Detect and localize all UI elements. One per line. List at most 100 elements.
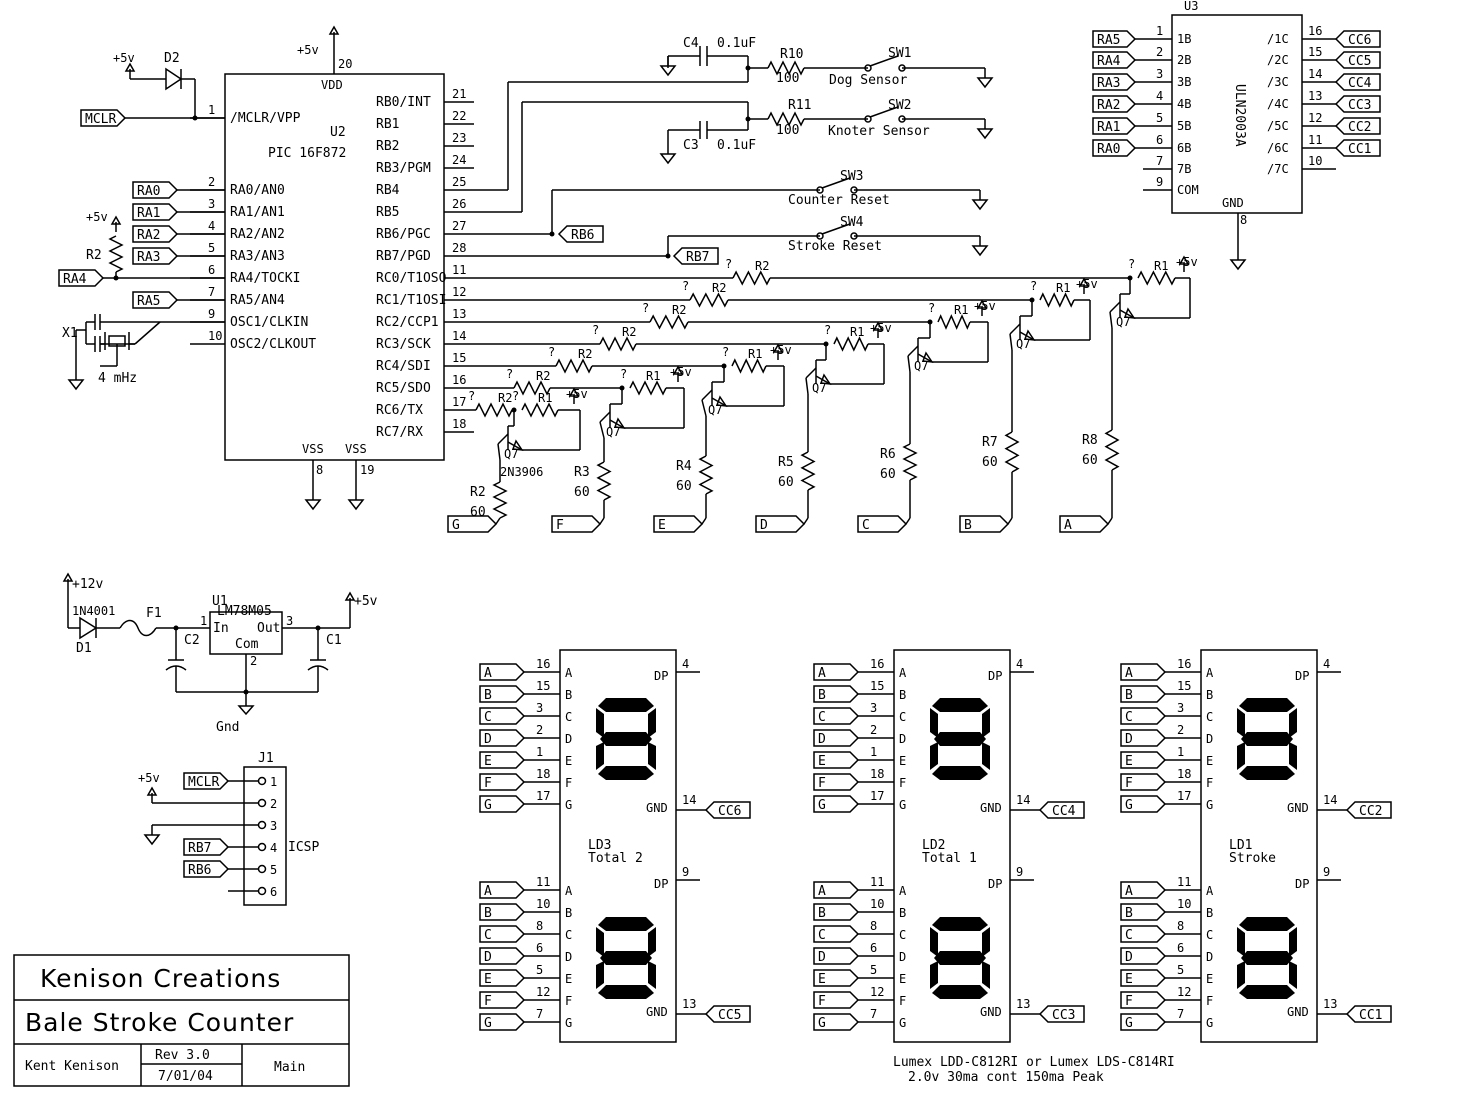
mcu-pin-name: RB4 [376,183,400,198]
display-seg-flag [1120,1013,1167,1031]
pin-number: 14 [1308,67,1322,81]
pin-number: 2 [1177,723,1184,737]
driver-base-value: ? [548,345,555,359]
pin-number: 6 [208,263,215,277]
driver-base-label: R2 [498,391,512,405]
supply-arrow [568,387,580,397]
display-seg-flag-text: G [484,1016,492,1031]
regulator-part: LM78M05 [217,604,272,619]
display-seg-letter: G [565,1016,572,1030]
pin-number: 7 [208,285,215,299]
pin-number: 11 [536,875,550,889]
net-flag-seg-d [755,515,806,533]
display-seg-flag [479,991,526,1009]
display-cc-flag [1345,801,1392,819]
pin-number: 4 [682,657,689,671]
sw4-text: Stroke Reset [788,239,882,254]
pin-number: 3 [536,701,543,715]
c2-label: C2 [184,633,200,648]
display-seg-flag [813,751,860,769]
display-seg-letter: A [1206,884,1214,898]
pin-number: 4 [208,219,215,233]
transistor-collector [599,411,611,423]
c3-value: 0.1uF [717,138,756,153]
driver-base-resistor [732,270,771,286]
wire [497,443,501,461]
net-flag-ra3-text: RA3 [137,250,160,265]
display-seg-flag [813,969,860,987]
sw3-text: Counter Reset [788,193,890,208]
title-block: Kenison Creations Bale Stroke Counter Ke… [13,954,350,1087]
display-ld1-body [1200,649,1318,1043]
display-seg-letter: D [1206,732,1213,746]
display-seg-letter: E [899,972,906,986]
display-seg-letter: E [1206,754,1213,768]
pin-number: 10 [536,897,550,911]
driver-collector-resistor [800,451,816,491]
supply-label: +5v [86,210,108,224]
pin-number: 18 [1177,767,1191,781]
ground-symbol [143,834,161,846]
pin-number: 9 [208,307,215,321]
display-seg-flag [479,925,526,943]
display-seg-letter: B [1206,906,1213,920]
wire [599,517,605,525]
pin-number: 2 [536,723,543,737]
display-cc-flag [1038,801,1085,819]
segment-c [982,742,990,770]
display-seg-flag-text: A [818,884,826,899]
wire [1009,333,1013,351]
display-ld2-body [893,649,1011,1043]
transistor-emitter [917,353,933,363]
pin-number: 3 [208,197,215,211]
pin-number: 5 [1177,963,1184,977]
icsp-pin-4 [257,842,267,852]
transistor-collector [805,367,817,379]
supply-arrow [772,343,784,353]
pin-number: 1 [536,745,543,759]
pin-number: 10 [870,897,884,911]
display-seg-flag-text: B [484,906,492,921]
net-flag-seg-b-text: B [964,518,972,533]
transistor-emitter [1119,309,1135,319]
driver-collector-resistor [698,455,714,495]
d1-label: D1 [76,641,92,656]
uln-pin-name: /6C [1267,141,1289,155]
display-seg-letter: F [565,994,572,1008]
display-cc-flag-text: CC3 [1052,1008,1075,1023]
display-seg-letter: F [899,776,906,790]
segment-a [932,917,988,931]
display-seg-letter: B [1206,688,1213,702]
net-flag-ra5-text: RA5 [137,294,160,309]
display-seg-letter: D [565,950,572,964]
r11-label: R11 [788,98,811,113]
c1-label: C1 [326,633,342,648]
pin-number: 13 [1308,89,1322,103]
pin-number: 5 [1156,111,1163,125]
display-ld3-body [559,649,677,1043]
supply-label: +5v [297,43,319,57]
driver-pullup-value: ? [928,301,935,315]
display-seg-letter: D [899,732,906,746]
sw4-label: SW4 [840,215,864,230]
mcu-ref: U2 [330,125,346,140]
supply-label: +5v [138,771,160,785]
driver-collector-value: 60 [470,505,486,520]
display-seg-letter: G [565,798,572,812]
display-seg-letter: G [899,798,906,812]
mcu-pin-name: OSC1/CLKIN [230,315,308,330]
mcu-pin-name: RC4/SDI [376,359,431,374]
pin-number: 5 [536,963,543,977]
driver-pullup-resistor [937,314,971,330]
icsp-pin-2 [257,798,267,808]
sw3-label: SW3 [840,169,863,184]
net-flag-seg-e [653,515,704,533]
mcu-pin-name: RB3/PGM [376,161,431,176]
display-seg-flag-text: B [818,688,826,703]
pin-number: 12 [870,985,884,999]
supply-arrow [1078,277,1090,287]
d2-label: D2 [164,51,180,66]
display-seg-letter: D [1206,950,1213,964]
net-flag-uln-ra3-text: RA3 [1097,76,1120,91]
net-flag-uln-cc1-text: CC1 [1348,142,1371,157]
